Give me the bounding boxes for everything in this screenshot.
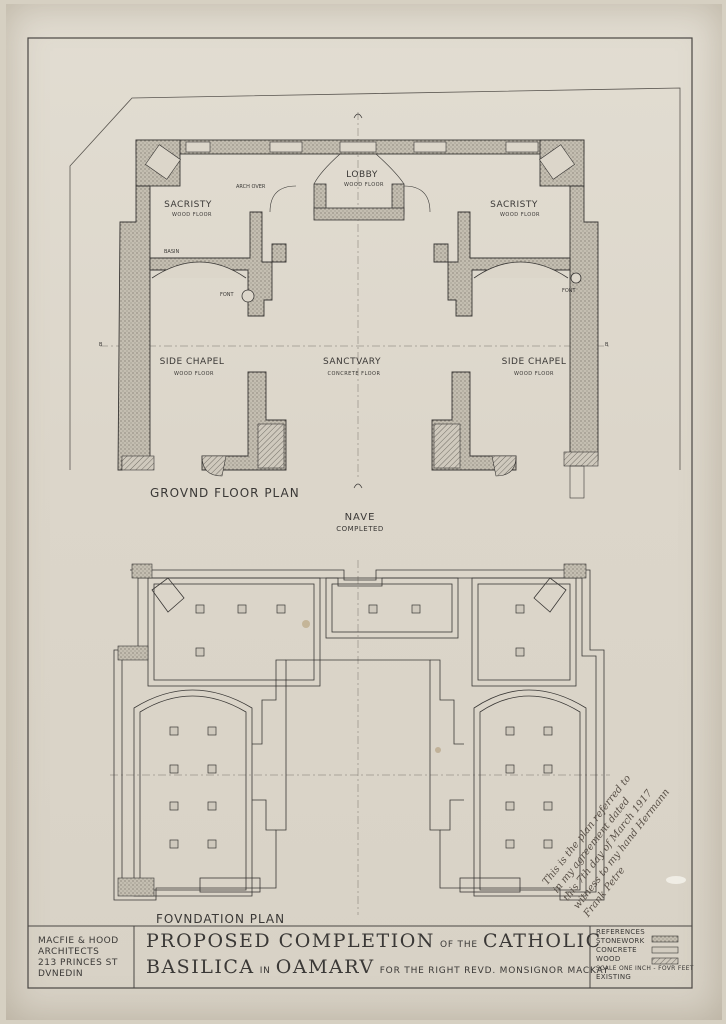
legend-item-concrete: CONCRETE: [596, 946, 637, 954]
legend-item-wood: WOOD: [596, 955, 621, 963]
section-marker-left: B: [99, 342, 103, 348]
room-floor-sacristy-right: WOOD FLOOR: [499, 212, 541, 218]
room-label-sacristy-right: SACRISTY: [490, 200, 538, 210]
room-label-sanctuary: SANCTVARY: [323, 357, 381, 367]
ground-floor-plan-title: GROVND FLOOR PLAN: [150, 486, 300, 500]
legend-item-stonework: STONEWORK: [596, 937, 645, 945]
legend-existing: EXISTING: [596, 973, 632, 981]
nave-completed-label: COMPLETED: [336, 525, 384, 533]
room-floor-lobby: WOOD FLOOR: [343, 182, 385, 188]
architects-line: MACFIE & HOOD: [38, 936, 119, 946]
title-of-the: OF THE: [440, 940, 478, 950]
section-marker-right: B: [605, 342, 609, 348]
basin-label: BASIN: [164, 249, 180, 255]
room-floor-sacristy-left: WOOD FLOOR: [171, 212, 213, 218]
title-for: FOR THE RIGHT REVD. MONSIGNOR MACKAY: [379, 966, 610, 976]
drawing-title-line1: PROPOSED COMPLETION OF THE CATHOLIC: [146, 930, 602, 952]
title-in: IN: [259, 966, 271, 976]
sheet-border: [27, 37, 693, 989]
legend-heading: REFERENCES: [596, 928, 646, 936]
title-oamaru: OAMARV: [275, 956, 375, 978]
nave-label: NAVE: [344, 512, 376, 523]
room-floor-side-chapel-right: WOOD FLOOR: [513, 371, 555, 377]
legend-swatches: [651, 935, 679, 965]
room-floor-side-chapel-left: WOOD FLOOR: [173, 371, 215, 377]
drawing-sheet: [6, 4, 722, 1020]
foundation-stonework: [117, 563, 587, 897]
legend-block: REFERENCES STONEWORK CONCRETE WOOD SCALE…: [596, 928, 694, 982]
foundation-piers: [169, 604, 553, 849]
site-outline: [69, 87, 681, 470]
arch-over-label: ARCH OVER: [236, 184, 266, 190]
font-label-right: FONT: [562, 288, 576, 294]
font-label-left: FONT: [220, 292, 234, 298]
title-catholic: CATHOLIC: [482, 930, 602, 952]
room-label-lobby: LOBBY: [346, 170, 378, 180]
architects-line: DVNEDIN: [38, 969, 84, 979]
room-label-sacristy-left: SACRISTY: [164, 200, 212, 210]
architects-block: MACFIE & HOOD ARCHITECTS 213 PRINCES ST …: [38, 936, 119, 980]
architects-line: 213 PRINCES ST: [38, 958, 118, 968]
room-floor-sanctuary: CONCRETE FLOOR: [327, 371, 381, 377]
drawing-title-line2: BASILICA IN OAMARV FOR THE RIGHT REVD. M…: [146, 956, 609, 978]
foundation-plan: [113, 569, 605, 901]
room-label-side-chapel-left: SIDE CHAPEL: [159, 357, 225, 367]
room-label-side-chapel-right: SIDE CHAPEL: [501, 357, 567, 367]
legend-scale: SCALE ONE INCH - FOVR FEET: [596, 965, 694, 972]
ground-floor-plan: [117, 113, 599, 499]
title-proposed-completion: PROPOSED COMPLETION: [146, 930, 435, 952]
foundation-plan-title: FOVNDATION PLAN: [156, 912, 286, 926]
title-basilica: BASILICA: [146, 956, 255, 978]
architects-line: ARCHITECTS: [38, 947, 100, 957]
